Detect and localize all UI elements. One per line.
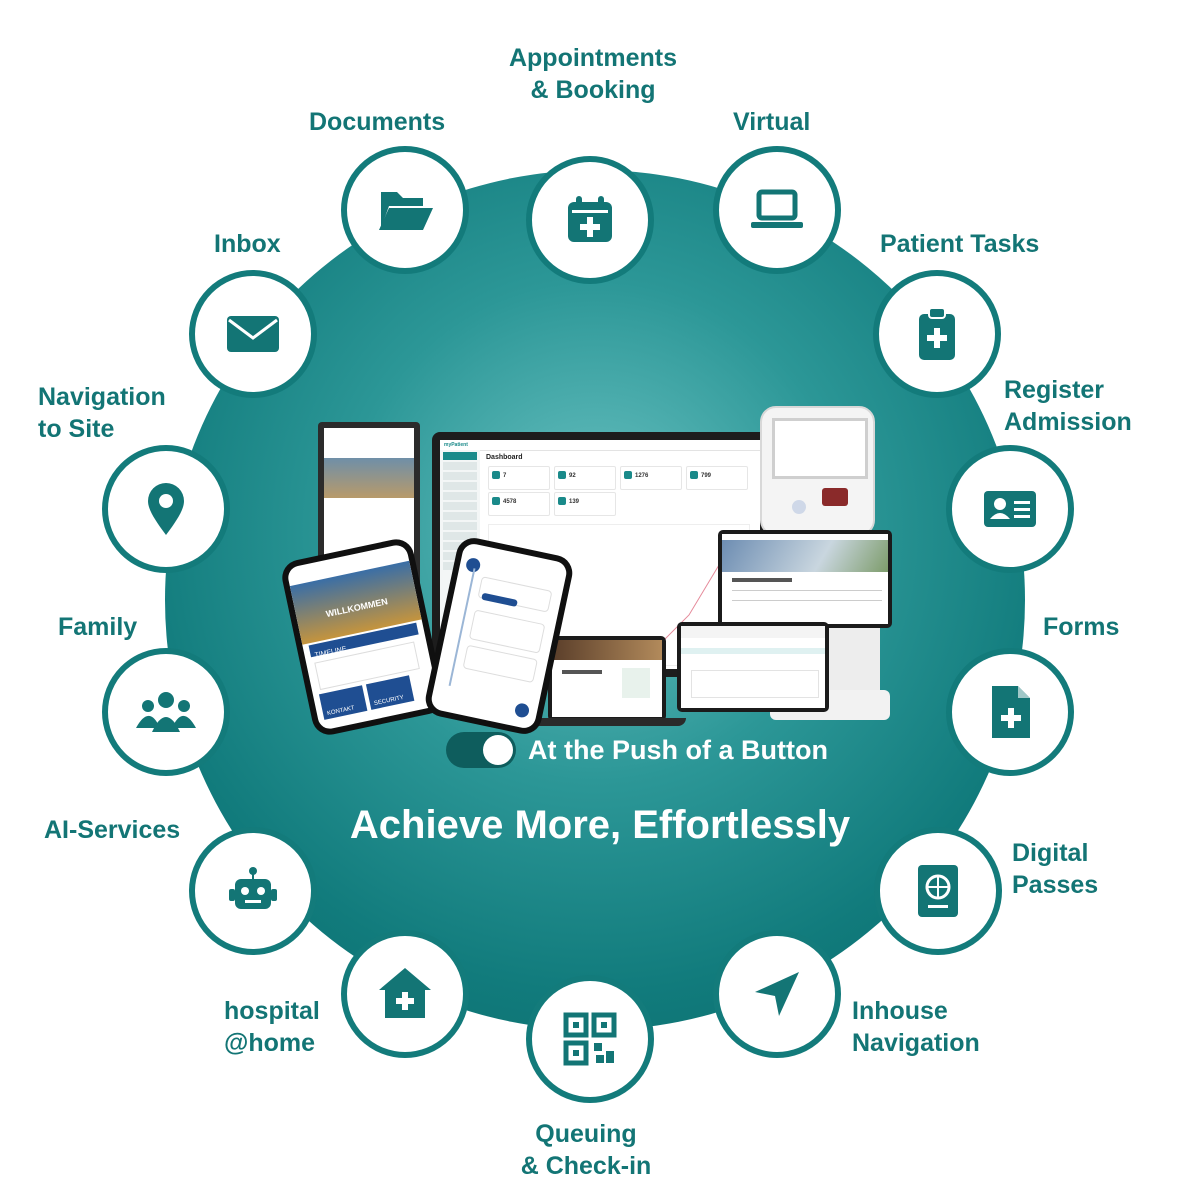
virtual-label: Virtual (733, 108, 811, 136)
toggle-knob (483, 735, 513, 765)
stat-card: 4578 (488, 492, 550, 516)
stat-card: 799 (686, 466, 748, 490)
clipboard-plus-icon (919, 307, 955, 360)
ai-services-label: AI-Services (44, 816, 181, 844)
hospital-home-label: hospital @home (224, 997, 320, 1057)
inhouse-navigation-node[interactable] (713, 930, 841, 1058)
location-arrow-icon (755, 972, 799, 1016)
qr-code-icon (563, 1012, 617, 1066)
stat-value: 139 (569, 499, 580, 505)
appointments-booking-label: Appointments & Booking (508, 44, 678, 104)
inbox-label: Inbox (214, 230, 281, 258)
laptop-portal (548, 636, 666, 721)
stat-card: 139 (554, 492, 616, 516)
stat-card: 1276 (620, 466, 682, 490)
envelope-icon (227, 316, 279, 352)
patient-tasks-node[interactable] (873, 270, 1001, 398)
queuing-check-in-node[interactable] (526, 975, 654, 1103)
forms-label: Forms (1043, 613, 1120, 641)
checkin-terminal (760, 406, 875, 536)
document-plus-icon (992, 686, 1030, 738)
family-node[interactable] (102, 648, 230, 776)
push-button-toggle[interactable] (446, 732, 516, 768)
laptop-base (524, 718, 686, 726)
map-pin-icon (148, 483, 184, 535)
stat-value: 4578 (503, 499, 517, 505)
navigation-to-site-node[interactable] (102, 445, 230, 573)
id-card-icon (984, 491, 1036, 527)
appointments-booking-node[interactable] (526, 156, 654, 284)
inbox-node[interactable] (189, 270, 317, 398)
family-label: Family (58, 613, 138, 641)
folder-open-icon (379, 192, 433, 230)
toggle-label: At the Push of a Button (528, 735, 828, 765)
documents-node[interactable] (341, 146, 469, 274)
laptop-icon (751, 189, 803, 228)
stat-value: 799 (701, 473, 712, 479)
stat-value: 92 (569, 473, 576, 479)
hospital-home-node[interactable] (341, 930, 469, 1058)
digital-passes-node[interactable] (874, 827, 1002, 955)
dashboard-topbar: myPatient (440, 440, 760, 451)
queuing-check-in-label: Queuing & Check-in (520, 1120, 652, 1180)
phone-security: SECURITY (373, 694, 405, 708)
navigation-to-site-label: Navigation to Site (38, 383, 166, 443)
calendar-plus-icon (568, 196, 612, 242)
headline: Achieve More, Effortlessly (349, 803, 851, 847)
dashboard-title: Dashboard (486, 454, 523, 461)
passport-icon (918, 865, 958, 917)
patient-tasks-label: Patient Tasks (880, 230, 1040, 258)
register-admission-node[interactable] (946, 445, 1074, 573)
forms-node[interactable] (946, 648, 1074, 776)
self-checkin-screen (677, 622, 829, 712)
register-admission-label: Register Admission (1004, 376, 1132, 436)
phone-kontakt: KONTAKT (326, 705, 356, 718)
robot-icon (229, 867, 277, 909)
people-group-icon (136, 692, 196, 732)
stat-card: 7 (488, 466, 550, 490)
stat-card: 92 (554, 466, 616, 490)
documents-label: Documents (309, 108, 446, 136)
digital-passes-label: Digital Passes (1012, 839, 1099, 899)
stat-value: 1276 (635, 473, 649, 479)
inhouse-navigation-label: Inhouse Navigation (852, 997, 980, 1057)
stat-value: 7 (503, 473, 507, 479)
house-medical-icon (379, 968, 431, 1018)
virtual-node[interactable] (713, 146, 841, 274)
patient-admission-screen (718, 530, 892, 628)
ai-services-node[interactable] (189, 827, 317, 955)
